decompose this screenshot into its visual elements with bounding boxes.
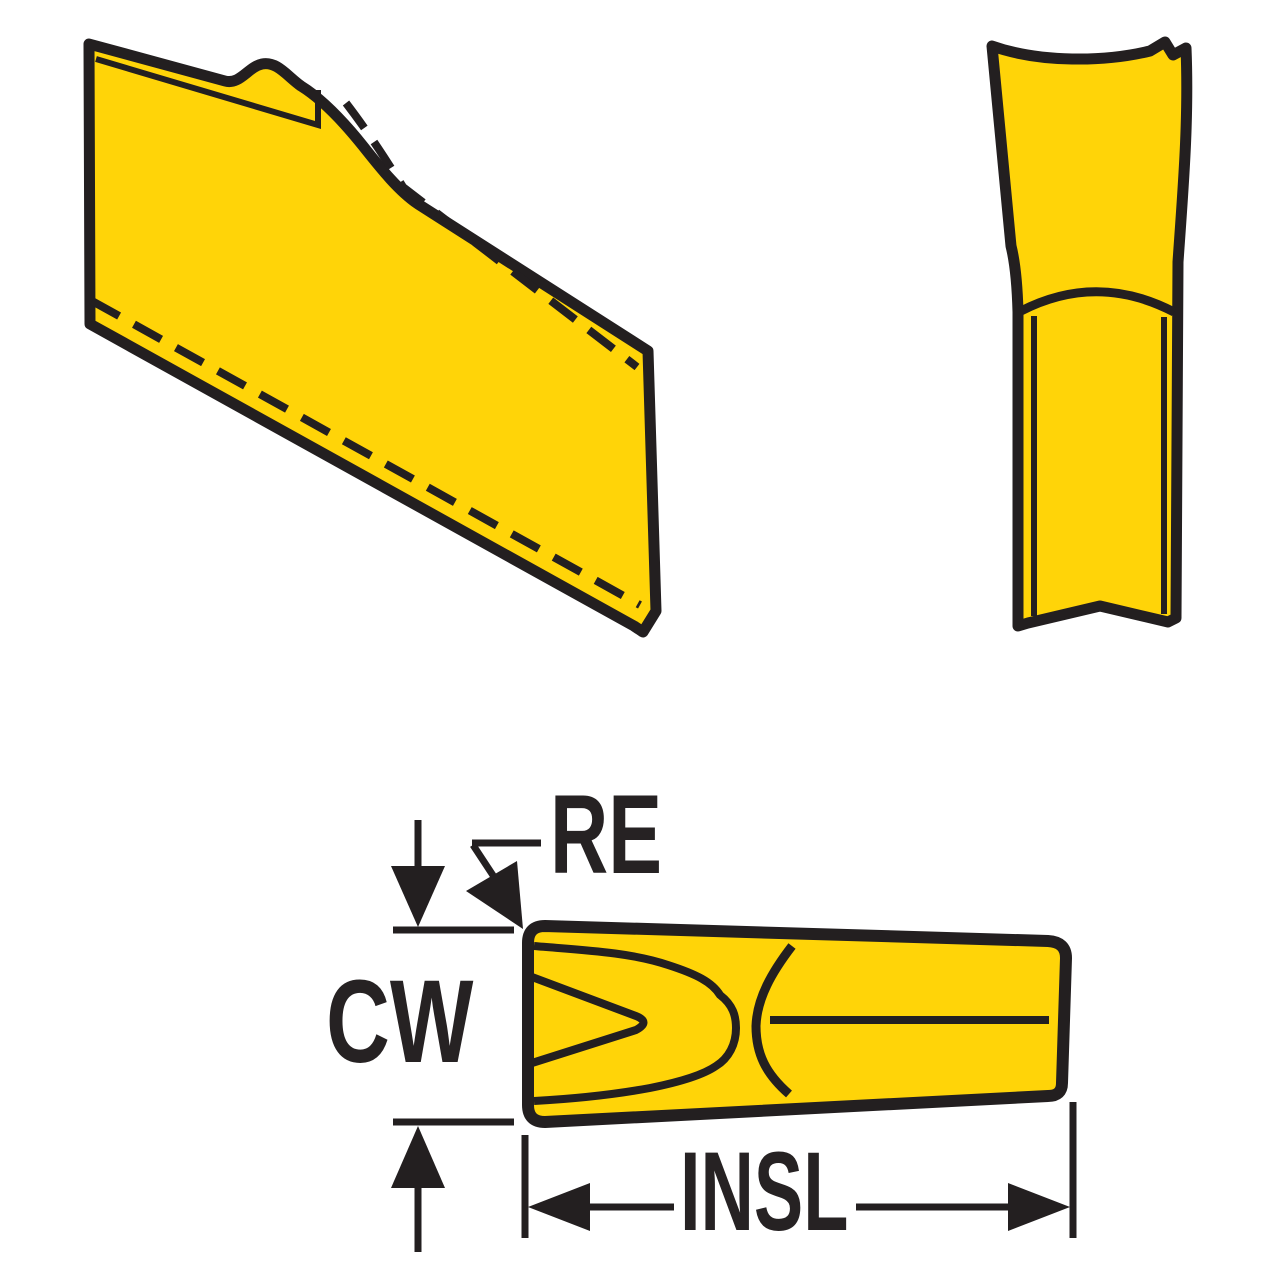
- insl-arrowhead-left-icon: [528, 1183, 590, 1231]
- re-leader-arrowhead-icon: [466, 861, 523, 929]
- side-view-insert-seat-line: [95, 56, 321, 130]
- front-view-top-face-arc: [1018, 287, 1177, 316]
- insl-label: INSL: [680, 1129, 849, 1254]
- side-view: [83, 38, 662, 638]
- front-view-outline: [986, 36, 1193, 632]
- cw-arrowhead-down-icon: [391, 866, 445, 927]
- side-view-bottom-dashed-line: [90, 297, 642, 609]
- front-view: [986, 36, 1193, 632]
- cw-arrowhead-up-icon: [391, 1126, 445, 1188]
- top-view-chipbreaker-outline: [533, 942, 740, 1105]
- re-dimension: [466, 839, 541, 929]
- side-view-top-dashed-line: [342, 100, 640, 371]
- re-label: RE: [550, 772, 663, 897]
- cw-dimension: [391, 820, 514, 1252]
- insl-arrowhead-right-icon: [1008, 1183, 1070, 1231]
- insl-dimension: [521, 1102, 1077, 1238]
- cw-label: CW: [326, 956, 474, 1088]
- top-view-head-boundary-curve: [751, 943, 796, 1098]
- top-view: [522, 920, 1072, 1128]
- top-view-chipbreaker-vee-line: [530, 973, 648, 1067]
- side-view-blade-outline: [83, 38, 662, 638]
